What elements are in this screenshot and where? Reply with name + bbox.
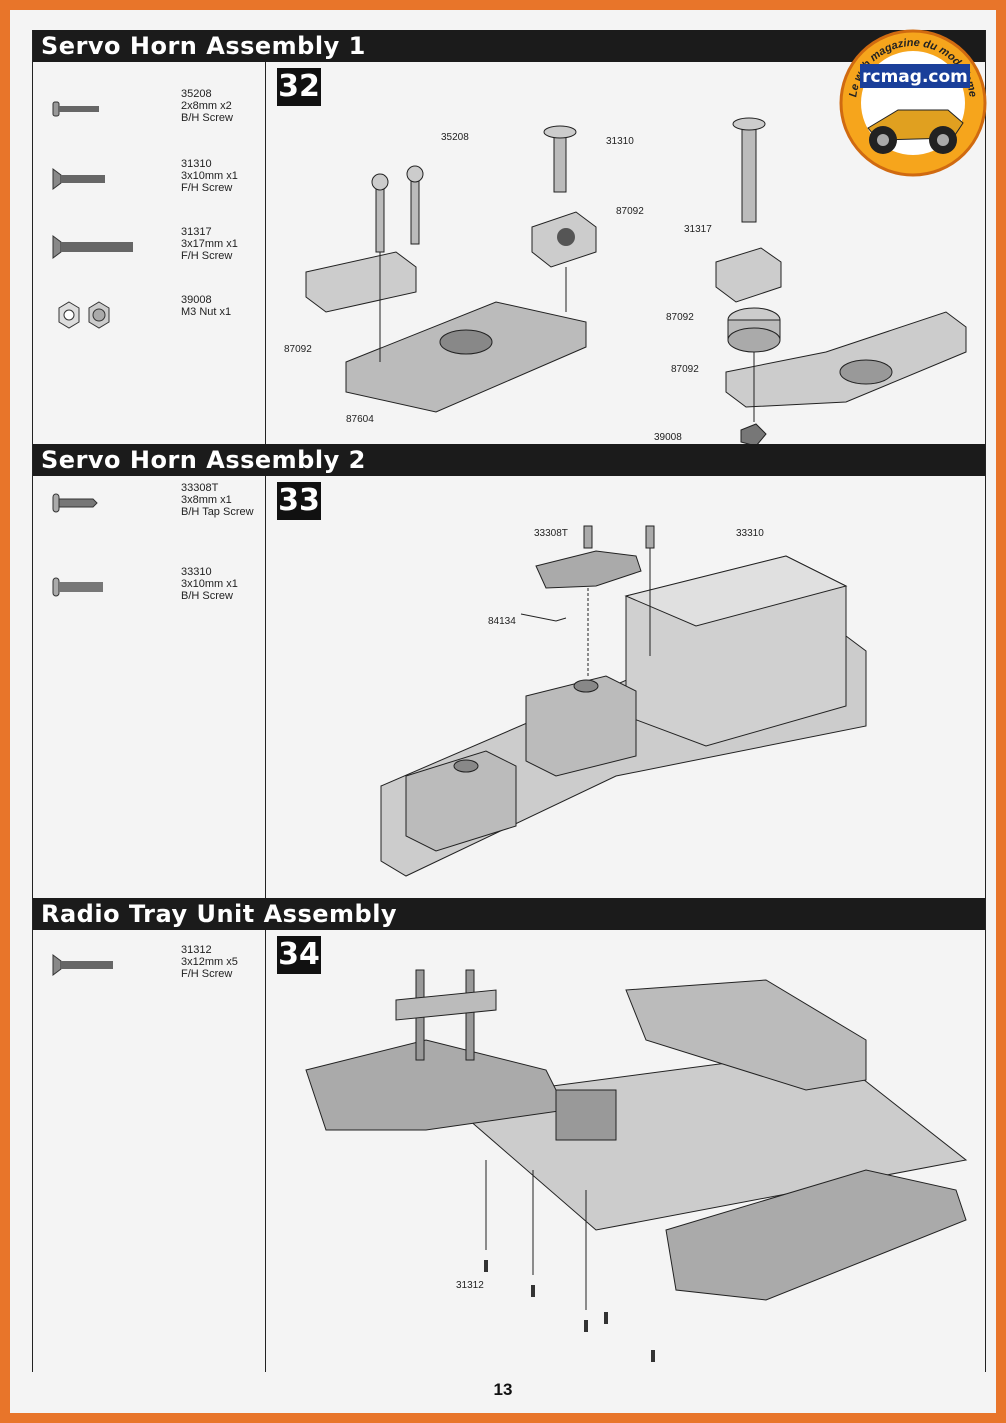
button-head-screw-icon	[52, 101, 99, 117]
callout-label: 33310	[736, 528, 764, 539]
section-title: Servo Horn Assembly 1	[41, 32, 366, 60]
part-size: 3x10mm x1	[181, 170, 238, 182]
step-number: 34	[277, 936, 321, 974]
callout-label: 87092	[666, 312, 694, 323]
section-header: Servo Horn Assembly 1	[33, 30, 985, 62]
callout-label: 87604	[346, 414, 374, 425]
button-head-screw-icon	[52, 577, 103, 597]
part-size: 3x12mm x5	[181, 956, 238, 968]
callout-label: 33308T	[534, 528, 568, 539]
logo-brand: rcmag.com	[862, 67, 968, 87]
section-title: Radio Tray Unit Assembly	[41, 900, 398, 928]
callout-labels: 33308T 33310 84134	[488, 528, 764, 627]
section-title: Servo Horn Assembly 2	[41, 446, 366, 474]
part-code: 35208	[181, 88, 212, 100]
part-type: B/H Screw	[181, 590, 233, 602]
page-number: 13	[493, 1380, 513, 1399]
part-code: 31310	[181, 158, 212, 170]
step-number: 33	[277, 482, 321, 520]
part-code: 33310	[181, 566, 212, 578]
part-size: 2x8mm x2	[181, 100, 232, 112]
section-header: Radio Tray Unit Assembly	[33, 898, 985, 930]
part-type: F/H Screw	[181, 968, 233, 980]
callout-label: 87092	[671, 364, 699, 375]
part-type: B/H Screw	[181, 112, 233, 124]
column-divider	[265, 930, 266, 1372]
callout-label: 87092	[616, 206, 644, 217]
part-code: 31312	[181, 944, 212, 956]
step-number: 32	[277, 68, 321, 106]
tap-screw-icon	[52, 493, 98, 513]
flat-head-screw-icon	[52, 168, 105, 190]
part-size: 3x10mm x1	[181, 578, 238, 590]
part-type: F/H Screw	[181, 182, 233, 194]
assembly-diagram-34: 31312	[305, 969, 968, 1362]
callout-label: 84134	[488, 616, 516, 627]
assembly-diagram-32: 35208 31310 87092 31317 87092 87092 8709…	[284, 117, 967, 447]
part-size: 3x17mm x1	[181, 238, 238, 250]
part-code: 33308T	[181, 482, 219, 494]
callout-label: 31317	[684, 224, 712, 235]
column-divider	[265, 476, 266, 898]
part-code: 31317	[181, 226, 212, 238]
nut-icon	[58, 301, 110, 329]
part-code: 39008	[181, 294, 212, 306]
rcmag-logo: Le web magazine du modelisme rcmag.com	[839, 29, 987, 177]
part-size: 3x8mm x1	[181, 494, 232, 506]
callout-label: 35208	[441, 132, 469, 143]
callout-labels: 31312	[456, 1280, 484, 1291]
callout-label: 39008	[654, 432, 682, 443]
part-type: F/H Screw	[181, 250, 233, 262]
section-header: Servo Horn Assembly 2	[33, 444, 985, 476]
flat-head-screw-icon	[52, 235, 133, 259]
callout-label: 87092	[284, 344, 312, 355]
callout-label: 31310	[606, 136, 634, 147]
callout-labels: 35208 31310 87092 31317 87092 87092 8709…	[284, 132, 712, 443]
part-type: B/H Tap Screw	[181, 506, 254, 518]
callout-label: 31312	[456, 1280, 484, 1291]
flat-head-screw-icon	[52, 954, 113, 976]
part-size: M3 Nut x1	[181, 306, 232, 318]
column-divider	[265, 62, 266, 452]
assembly-diagram-33: 33308T 33310 84134	[380, 525, 867, 877]
